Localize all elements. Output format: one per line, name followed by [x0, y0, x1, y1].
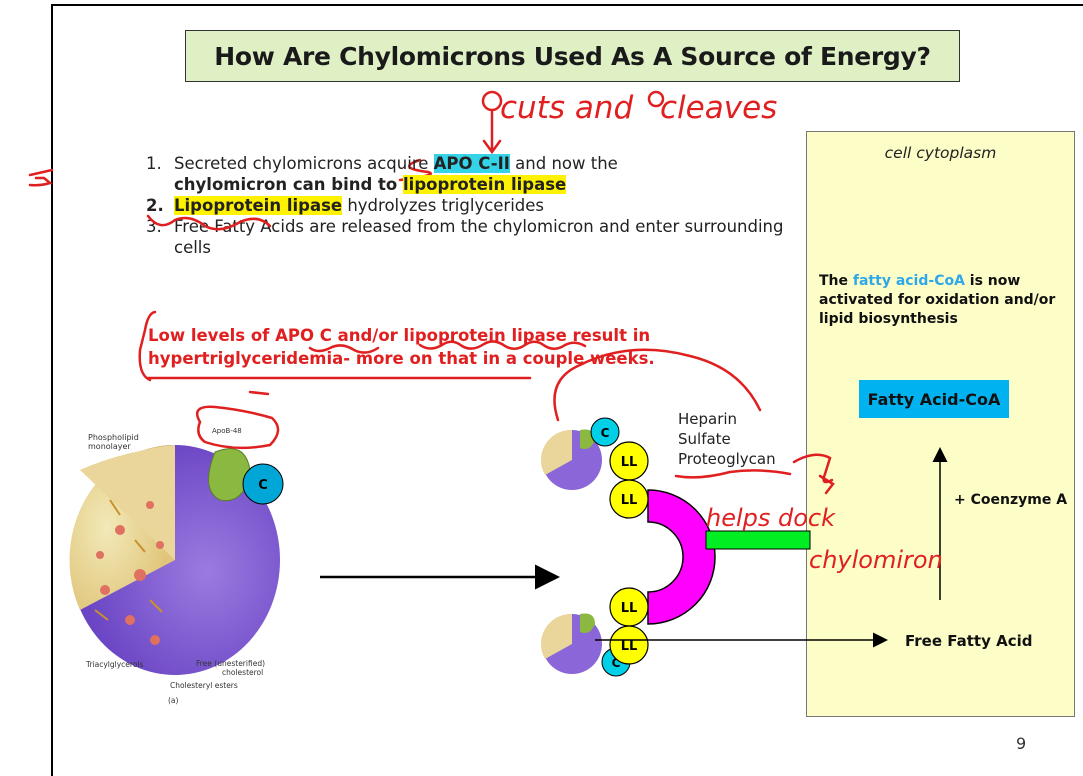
slide-border-top	[51, 4, 1083, 6]
proteoglycan-stalk	[705, 530, 811, 550]
cell-cytoplasm-box: cell cytoplasm The fatty acid-CoA is now…	[806, 131, 1075, 717]
svg-text:(a): (a)	[168, 696, 179, 705]
svg-text:monolayer: monolayer	[88, 442, 131, 451]
proteoglycan-ring	[647, 489, 716, 625]
handwritten-annotation-strokes	[28, 168, 835, 495]
lipoprotein-lipase-highlight: lipoprotein lipase	[403, 175, 567, 194]
svg-text:Phospholipid: Phospholipid	[88, 433, 139, 442]
free-fatty-acid-label: Free Fatty Acid	[905, 632, 1033, 650]
step-3: 3. Free Fatty Acids are released from th…	[146, 217, 784, 257]
handwritten-helps-dock: helps dock	[706, 504, 836, 532]
apo-c-badge-bottom: C	[612, 656, 621, 670]
step-2: 2. Lipoprotein lipase hydrolyzes triglyc…	[146, 196, 545, 215]
handwritten-cuts-and: cuts and	[500, 90, 633, 126]
apo-c-ii-highlight: APO C-II	[433, 154, 510, 173]
apo-c-badge-large: C	[258, 478, 268, 493]
svg-text:Free (unesterified): Free (unesterified)	[196, 659, 265, 668]
cytoplasm-label: cell cytoplasm	[884, 144, 997, 162]
svg-text:LL: LL	[621, 455, 638, 470]
step-1: 1. Secreted chylomicrons acquire APO C-I…	[146, 154, 618, 194]
svg-text:LL: LL	[621, 493, 638, 508]
step-list: 1. Secreted chylomicrons acquire APO C-I…	[146, 153, 796, 258]
apo-c-badge-top: C	[601, 426, 610, 440]
handwritten-cleaves: cleaves	[660, 90, 777, 126]
heparin-label: Heparin Sulfate Proteoglycan	[678, 410, 776, 468]
coenzyme-a-label: + Coenzyme A	[954, 492, 1068, 508]
lipoprotein-lipase-highlight-2: Lipoprotein lipase	[174, 196, 343, 215]
slide-title: How Are Chylomicrons Used As A Source of…	[214, 41, 931, 71]
svg-text:LL: LL	[621, 601, 638, 616]
svg-text:Triacylglycerols: Triacylglycerols	[85, 660, 143, 669]
svg-text:Cholesteryl esters: Cholesteryl esters	[170, 681, 238, 690]
title-box: How Are Chylomicrons Used As A Source of…	[185, 30, 960, 82]
page-number: 9	[1016, 734, 1027, 753]
warning-note: Low levels of APO C and/or lipoprotein l…	[148, 326, 655, 368]
ll-badges: LL LL LL LL	[609, 441, 649, 665]
svg-text:ApoB-48: ApoB-48	[212, 427, 242, 435]
svg-text:cholesterol: cholesterol	[222, 668, 263, 677]
fatty-acid-coa-box: Fatty Acid-CoA	[859, 380, 1009, 418]
small-chylomicron-bottom	[540, 613, 602, 674]
chylomicron-illustration: C Phospholipid monolayer ApoB-48 Triacyl…	[69, 427, 284, 705]
svg-text:LL: LL	[621, 639, 638, 654]
small-chylomicron-top	[540, 429, 602, 490]
handwritten-chylomiron: chylomiron	[809, 546, 943, 574]
activation-note: The fatty acid-CoA is now activated for …	[819, 273, 1056, 327]
slide-border-left	[51, 4, 53, 776]
apob-circle-annotation	[195, 405, 280, 450]
